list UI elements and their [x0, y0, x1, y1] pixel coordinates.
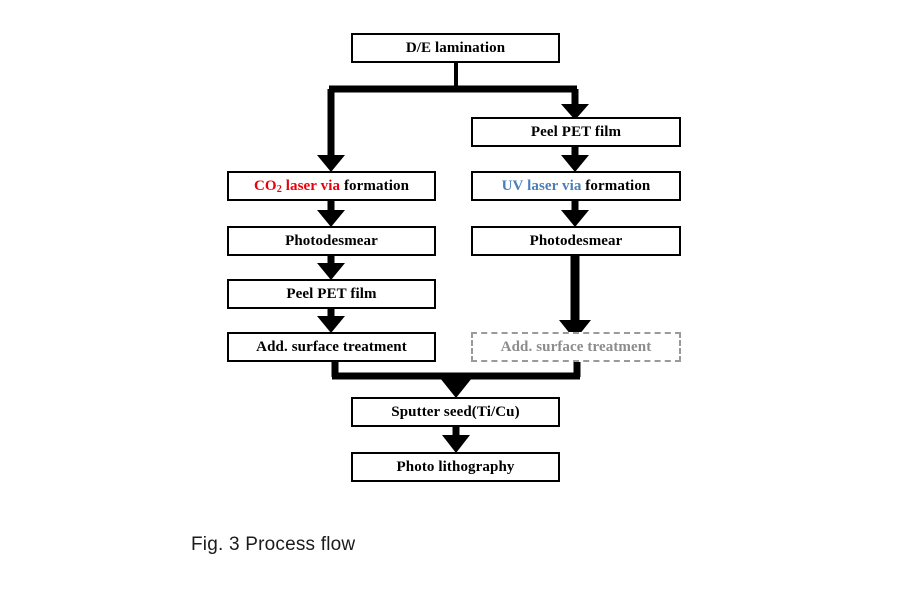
- node-label-uv-laser-via-formation: UV laser via formation: [501, 177, 651, 194]
- node-uv-laser-via-formation[interactable]: UV laser via formation: [471, 171, 681, 201]
- node-peel-pet-film-right[interactable]: Peel PET film: [471, 117, 681, 147]
- co2-plain-text: formation: [340, 177, 410, 194]
- node-label-add-surface-treatment-right: Add. surface treatment: [500, 338, 652, 355]
- arrowhead-branch-left: [317, 155, 345, 172]
- node-label-peel-pet-film-left: Peel PET film: [286, 285, 377, 302]
- node-label-co2-laser-via-formation: CO2 laser via formation: [253, 177, 410, 196]
- node-peel-pet-film-left[interactable]: Peel PET film: [227, 279, 436, 309]
- node-label-de-lamination: D/E lamination: [405, 39, 506, 56]
- uv-plain-text: formation: [581, 177, 651, 194]
- arrowhead-sputter-to-litho: [442, 435, 470, 453]
- node-photodesmear-right[interactable]: Photodesmear: [471, 226, 681, 256]
- arrowhead-bypass-long: [559, 320, 591, 340]
- arrowhead-peelpet-to-uv: [561, 155, 589, 172]
- co2-colored-tail: laser via: [281, 177, 341, 194]
- arrowhead-peelpet-to-surface: [317, 316, 345, 333]
- node-add-surface-treatment-left[interactable]: Add. surface treatment: [227, 332, 436, 362]
- node-photodesmear-left[interactable]: Photodesmear: [227, 226, 436, 256]
- node-co2-laser-via-formation[interactable]: CO2 laser via formation: [227, 171, 436, 201]
- uv-colored-text: UV: [501, 177, 524, 194]
- node-label-photodesmear-right: Photodesmear: [529, 232, 623, 249]
- node-de-lamination[interactable]: D/E lamination: [351, 33, 560, 63]
- figure-caption: Fig. 3 Process flow: [191, 534, 356, 555]
- node-add-surface-treatment-right-optional[interactable]: Add. surface treatment: [471, 332, 681, 362]
- node-sputter-seed[interactable]: Sputter seed(Ti/Cu): [351, 397, 560, 427]
- node-label-add-surface-treatment-left: Add. surface treatment: [256, 338, 407, 355]
- co2-subscript: 2: [276, 184, 282, 196]
- arrowhead-photodesmear-to-peelpet: [317, 263, 345, 280]
- node-label-sputter-seed: Sputter seed(Ti/Cu): [391, 403, 520, 420]
- arrowhead-branch-right: [561, 104, 589, 120]
- arrowhead-merge-drop: [440, 378, 472, 398]
- node-label-photodesmear-left: Photodesmear: [285, 232, 378, 249]
- arrowhead-co2-to-photodesmear: [317, 210, 345, 227]
- uv-colored-tail: laser via: [523, 177, 582, 194]
- co2-colored-text: CO: [253, 177, 277, 194]
- node-label-peel-pet-film-right: Peel PET film: [530, 123, 622, 140]
- arrowhead-uv-to-photodesmear: [561, 210, 589, 227]
- node-label-photo-lithography: Photo lithography: [396, 458, 515, 475]
- node-photo-lithography[interactable]: Photo lithography: [351, 452, 560, 482]
